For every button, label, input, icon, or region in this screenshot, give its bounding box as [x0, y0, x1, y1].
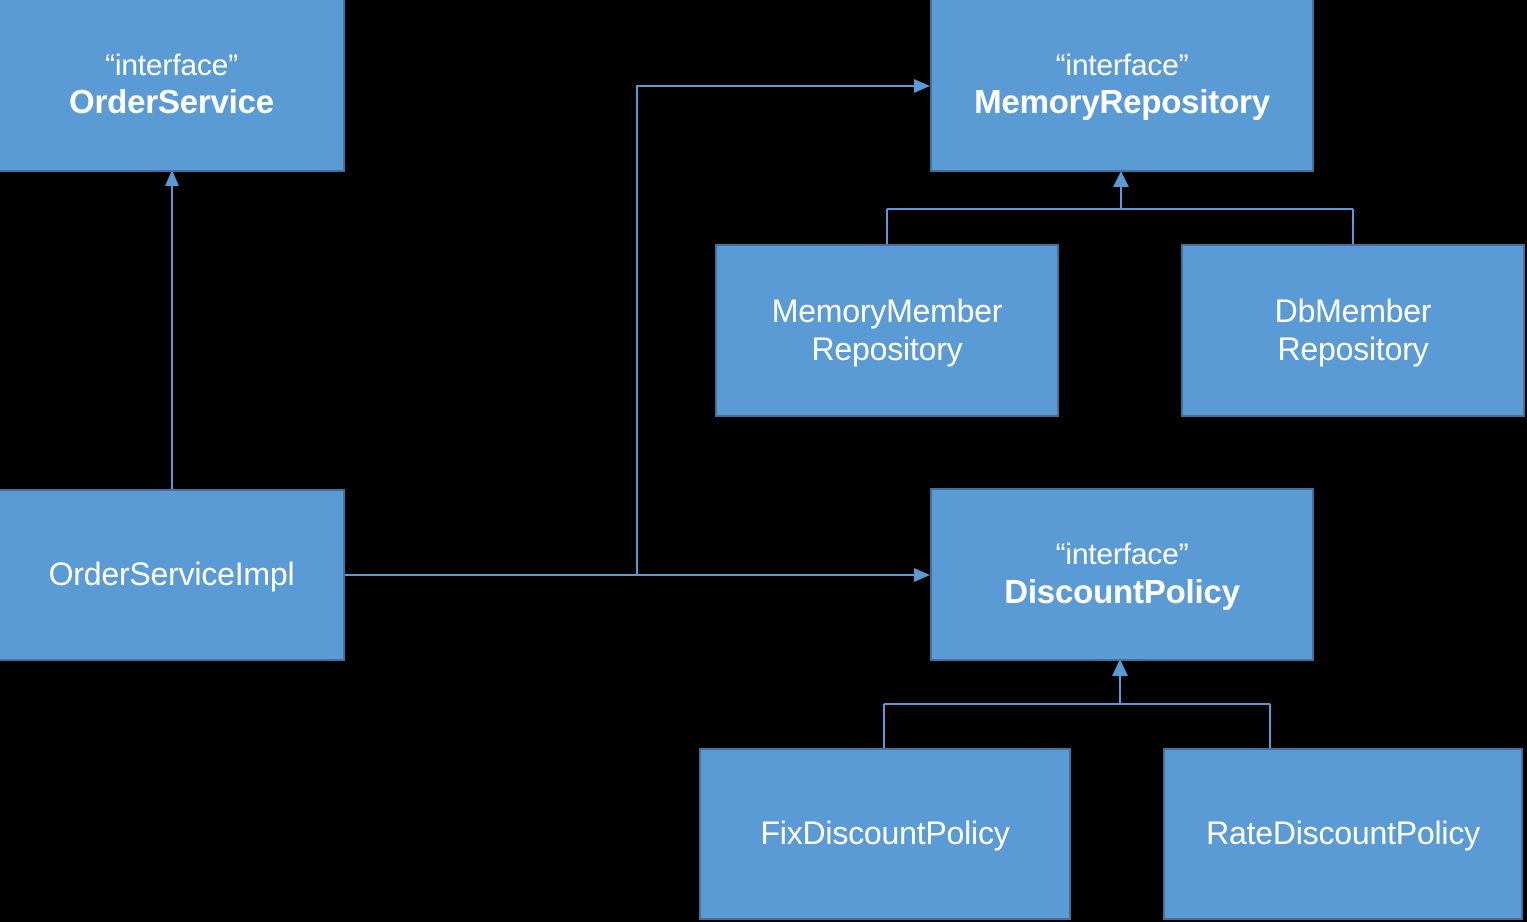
order-service-stereotype: “interface”: [105, 48, 238, 82]
order-service-impl-name: OrderServiceImpl: [48, 556, 295, 593]
db-member-repository-name: DbMember Repository: [1274, 292, 1432, 367]
discount-policy-stereotype: “interface”: [1055, 538, 1189, 572]
node-memory-member-repository[interactable]: MemoryMember Repository: [715, 244, 1059, 417]
arrow-discountpolicy-inheritance: [1112, 659, 1128, 676]
node-order-service-impl[interactable]: OrderServiceImpl: [0, 489, 345, 661]
node-rate-discount-policy[interactable]: RateDiscountPolicy: [1163, 748, 1523, 920]
arrow-impl-to-orderservice: [165, 170, 179, 186]
memory-member-repository-name: MemoryMember Repository: [771, 292, 1003, 367]
node-discount-policy[interactable]: “interface” DiscountPolicy: [930, 488, 1314, 661]
memory-repository-stereotype: “interface”: [1055, 48, 1189, 82]
arrow-impl-to-memoryrepository: [914, 79, 930, 93]
node-memory-repository[interactable]: “interface” MemoryRepository: [930, 0, 1314, 172]
memory-repository-name: MemoryRepository: [974, 83, 1270, 121]
node-db-member-repository[interactable]: DbMember Repository: [1181, 244, 1525, 417]
arrow-memoryrepo-inheritance: [1113, 171, 1129, 187]
discount-policy-name: DiscountPolicy: [1004, 572, 1240, 610]
node-fix-discount-policy[interactable]: FixDiscountPolicy: [699, 748, 1071, 920]
node-order-service[interactable]: “interface” OrderService: [0, 0, 345, 172]
arrow-impl-to-discountpolicy: [914, 568, 930, 582]
fix-discount-policy-name: FixDiscountPolicy: [760, 815, 1010, 852]
rate-discount-policy-name: RateDiscountPolicy: [1206, 815, 1480, 852]
order-service-name: OrderService: [69, 83, 274, 121]
